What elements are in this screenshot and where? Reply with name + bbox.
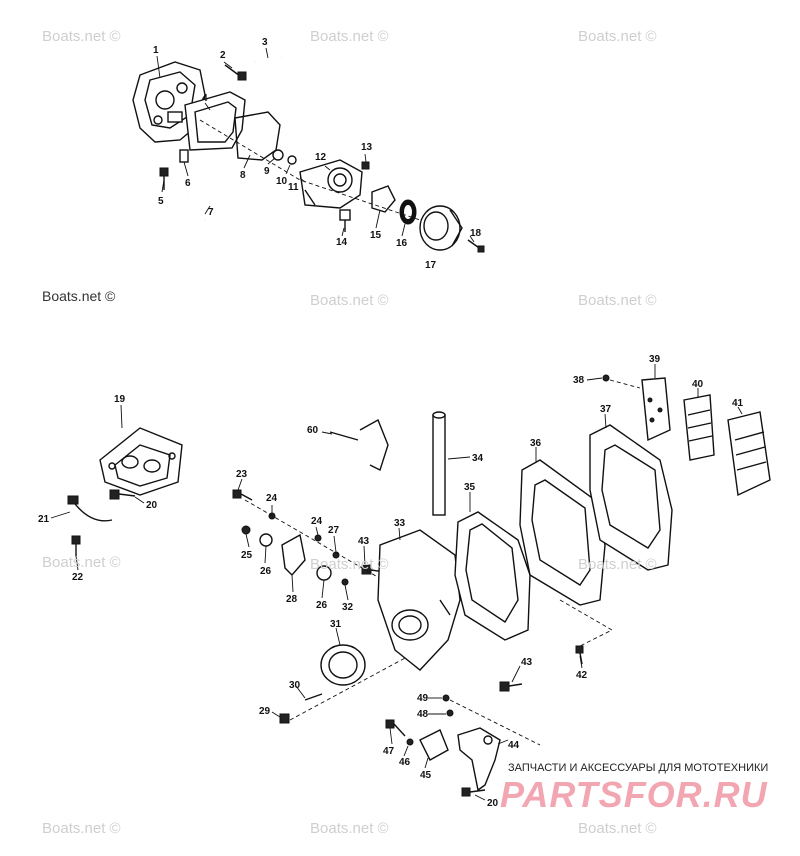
label-15: 15 — [370, 230, 382, 241]
label-9: 9 — [264, 166, 270, 177]
watermark: Boats.net © — [310, 28, 389, 45]
carburetor-assembly — [132, 54, 485, 253]
label-2: 2 — [220, 50, 226, 61]
label-10: 10 — [276, 176, 288, 187]
label-8: 8 — [240, 170, 246, 181]
watermark: Boats.net © — [42, 820, 121, 837]
label-4: 4 — [202, 93, 208, 104]
label-24b: 24 — [311, 516, 323, 527]
label-34: 34 — [472, 453, 484, 464]
label-21: 21 — [38, 514, 50, 525]
label-14: 14 — [336, 237, 348, 248]
watermark: Boats.net © — [578, 820, 657, 837]
label-43a: 43 — [358, 536, 370, 547]
watermark: Boats.net © — [578, 28, 657, 45]
label-31: 31 — [330, 619, 342, 630]
label-38: 38 — [573, 375, 585, 386]
label-25: 25 — [241, 550, 253, 561]
label-47: 47 — [383, 746, 395, 757]
watermark: Boats.net © — [310, 556, 389, 573]
watermark: Boats.net © — [42, 28, 121, 45]
label-28: 28 — [286, 594, 298, 605]
label-26a: 26 — [260, 566, 272, 577]
label-37: 37 — [600, 404, 612, 415]
watermark: Boats.net © — [310, 292, 389, 309]
label-43b: 43 — [521, 657, 533, 668]
label-1: 1 — [153, 45, 159, 56]
label-12: 12 — [315, 152, 327, 163]
promo-brand-logo: PARTSFOR.RU — [500, 774, 768, 815]
label-40: 40 — [692, 379, 704, 390]
label-23: 23 — [236, 469, 248, 480]
label-20b: 20 — [487, 798, 499, 809]
label-3: 3 — [262, 37, 268, 48]
label-20a: 20 — [146, 500, 158, 511]
label-6: 6 — [185, 178, 191, 189]
label-48: 48 — [417, 709, 429, 720]
label-18: 18 — [470, 228, 482, 239]
label-17: 17 — [425, 260, 437, 271]
label-46: 46 — [399, 757, 411, 768]
label-30: 30 — [289, 680, 301, 691]
watermark: Boats.net © — [42, 554, 121, 571]
label-24a: 24 — [266, 493, 278, 504]
label-35: 35 — [464, 482, 476, 493]
label-45: 45 — [420, 770, 432, 781]
label-32: 32 — [342, 602, 354, 613]
label-49: 49 — [417, 693, 429, 704]
leader-lines — [50, 47, 743, 801]
label-19: 19 — [114, 394, 126, 405]
label-60: 60 — [307, 425, 319, 436]
label-39: 39 — [649, 354, 661, 365]
watermark: Boats.net © — [578, 556, 657, 573]
watermark: Boats.net © — [42, 288, 116, 304]
label-36: 36 — [530, 438, 542, 449]
reed-valve-group — [454, 374, 771, 665]
label-5: 5 — [158, 196, 164, 207]
label-7: 7 — [208, 207, 214, 218]
label-13: 13 — [361, 142, 373, 153]
label-33: 33 — [394, 518, 406, 529]
label-11: 11 — [288, 182, 299, 193]
label-26b: 26 — [316, 600, 328, 611]
label-16: 16 — [396, 238, 408, 249]
label-27: 27 — [328, 525, 340, 536]
intake-manifold-group — [67, 427, 183, 556]
label-41: 41 — [732, 398, 744, 409]
lower-bracket-group — [385, 694, 541, 797]
watermark: Boats.net © — [578, 292, 657, 309]
watermark: Boats.net © — [310, 820, 389, 837]
label-29: 29 — [259, 706, 271, 717]
label-42: 42 — [576, 670, 588, 681]
label-44: 44 — [508, 740, 520, 751]
promo-tagline: ЗАПЧАСТИ И АКСЕССУАРЫ ДЛЯ МОТОТЕХНИКИ — [508, 762, 769, 774]
part-labels: 1 2 3 4 5 6 7 8 9 10 11 12 13 14 15 16 1… — [38, 37, 744, 809]
label-22: 22 — [72, 572, 84, 583]
